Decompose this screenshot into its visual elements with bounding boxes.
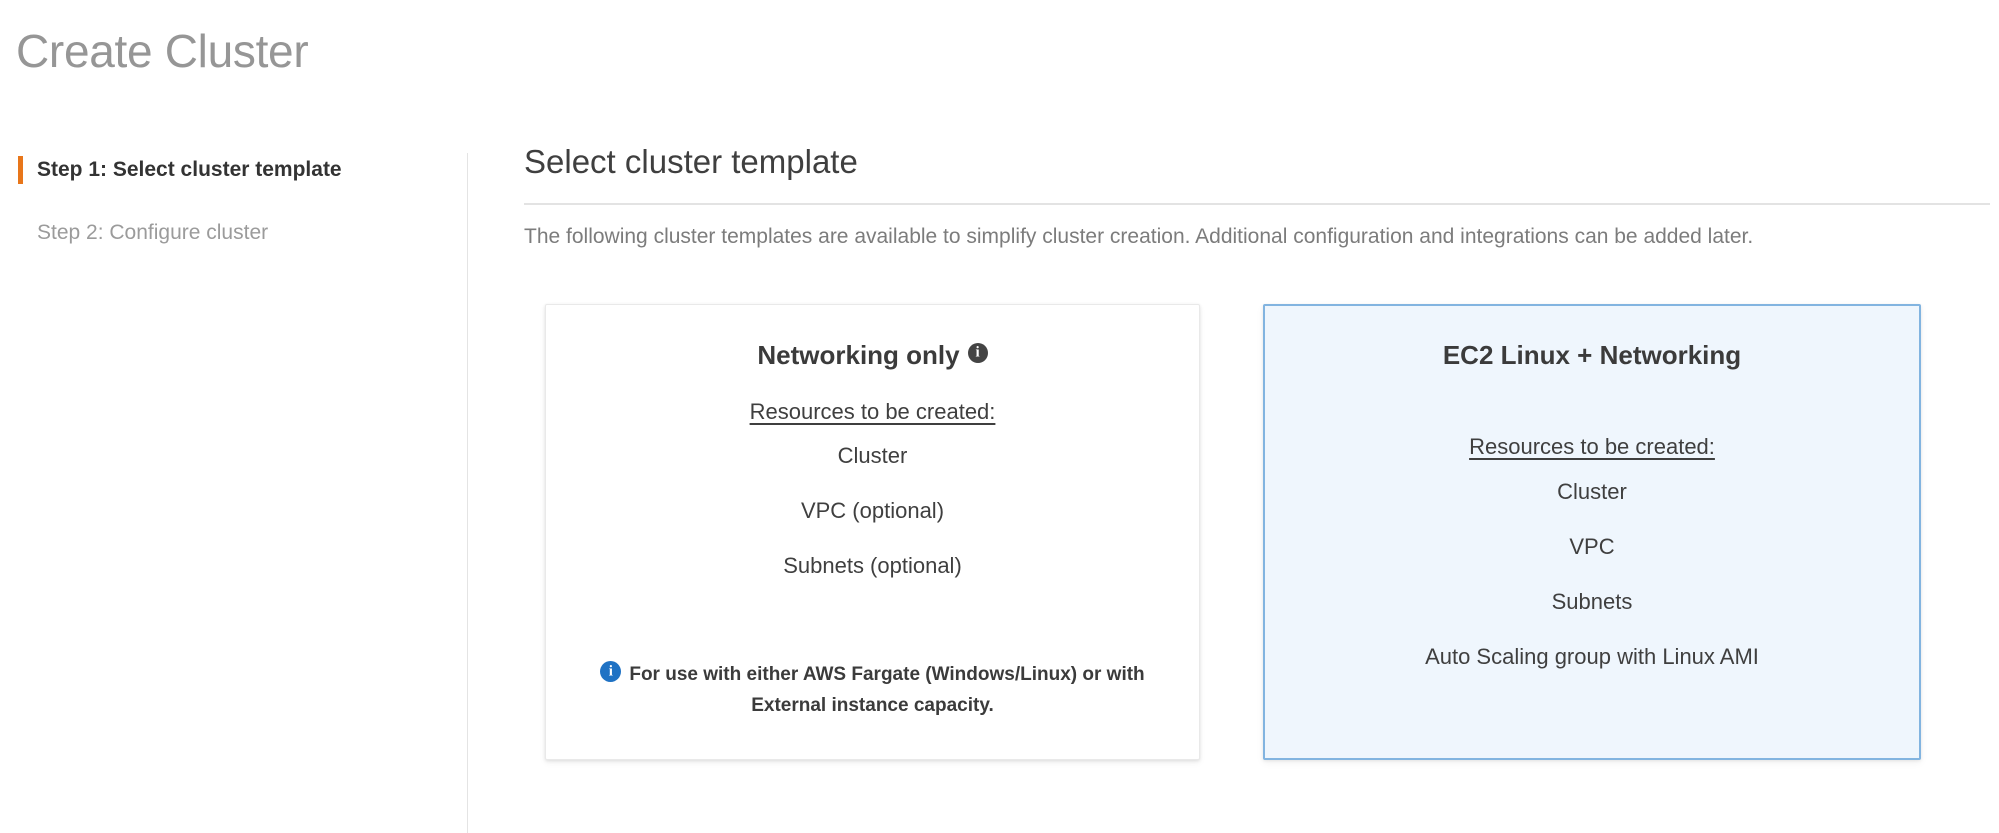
card-title-text: EC2 Linux + Networking (1442, 340, 1742, 370)
section-divider (524, 203, 1990, 205)
sidebar-item-step-1[interactable]: Step 1: Select cluster template (18, 156, 342, 184)
page-title: Create Cluster (16, 25, 309, 77)
card-note-text: For use with either AWS Fargate (Windows… (629, 664, 1145, 717)
list-item: Cluster (837, 443, 908, 468)
active-step-marker (18, 156, 23, 184)
step-2-label: Step 2: Configure cluster (37, 221, 269, 244)
resources-label: Resources to be created: (749, 399, 996, 424)
inactive-step-marker (18, 219, 23, 247)
section-heading: Select cluster template (524, 143, 858, 180)
info-icon[interactable]: i (967, 337, 988, 371)
sidebar-divider (467, 153, 468, 833)
card-title: EC2 Linux + Networking (1265, 338, 1919, 372)
card-title-text: Networking only (757, 340, 960, 370)
list-item: Cluster (1557, 479, 1627, 504)
step-1-label: Step 1: Select cluster template (37, 158, 342, 181)
list-item: Subnets (optional) (783, 553, 962, 578)
template-card-ec2-linux-networking[interactable]: EC2 Linux + Networking Resources to be c… (1263, 304, 1921, 760)
resource-list: Cluster VPC (optional) Subnets (optional… (546, 445, 1199, 610)
info-icon: i (600, 661, 622, 692)
list-item: Auto Scaling group with Linux AMI (1425, 644, 1759, 669)
section-description: The following cluster templates are avai… (524, 225, 1754, 248)
list-item: VPC (optional) (800, 498, 945, 523)
list-item: Subnets (1551, 589, 1633, 614)
resources-label: Resources to be created: (1469, 434, 1715, 459)
resource-list: Cluster VPC Subnets Auto Scaling group w… (1265, 481, 1919, 701)
sidebar-item-step-2[interactable]: Step 2: Configure cluster (18, 219, 268, 247)
page-body: Step 1: Select cluster template Step 2: … (0, 140, 1999, 833)
main-content: Select cluster template The following cl… (520, 140, 1999, 833)
steps-sidebar: Step 1: Select cluster template Step 2: … (0, 140, 468, 833)
list-item: VPC (1569, 534, 1615, 559)
